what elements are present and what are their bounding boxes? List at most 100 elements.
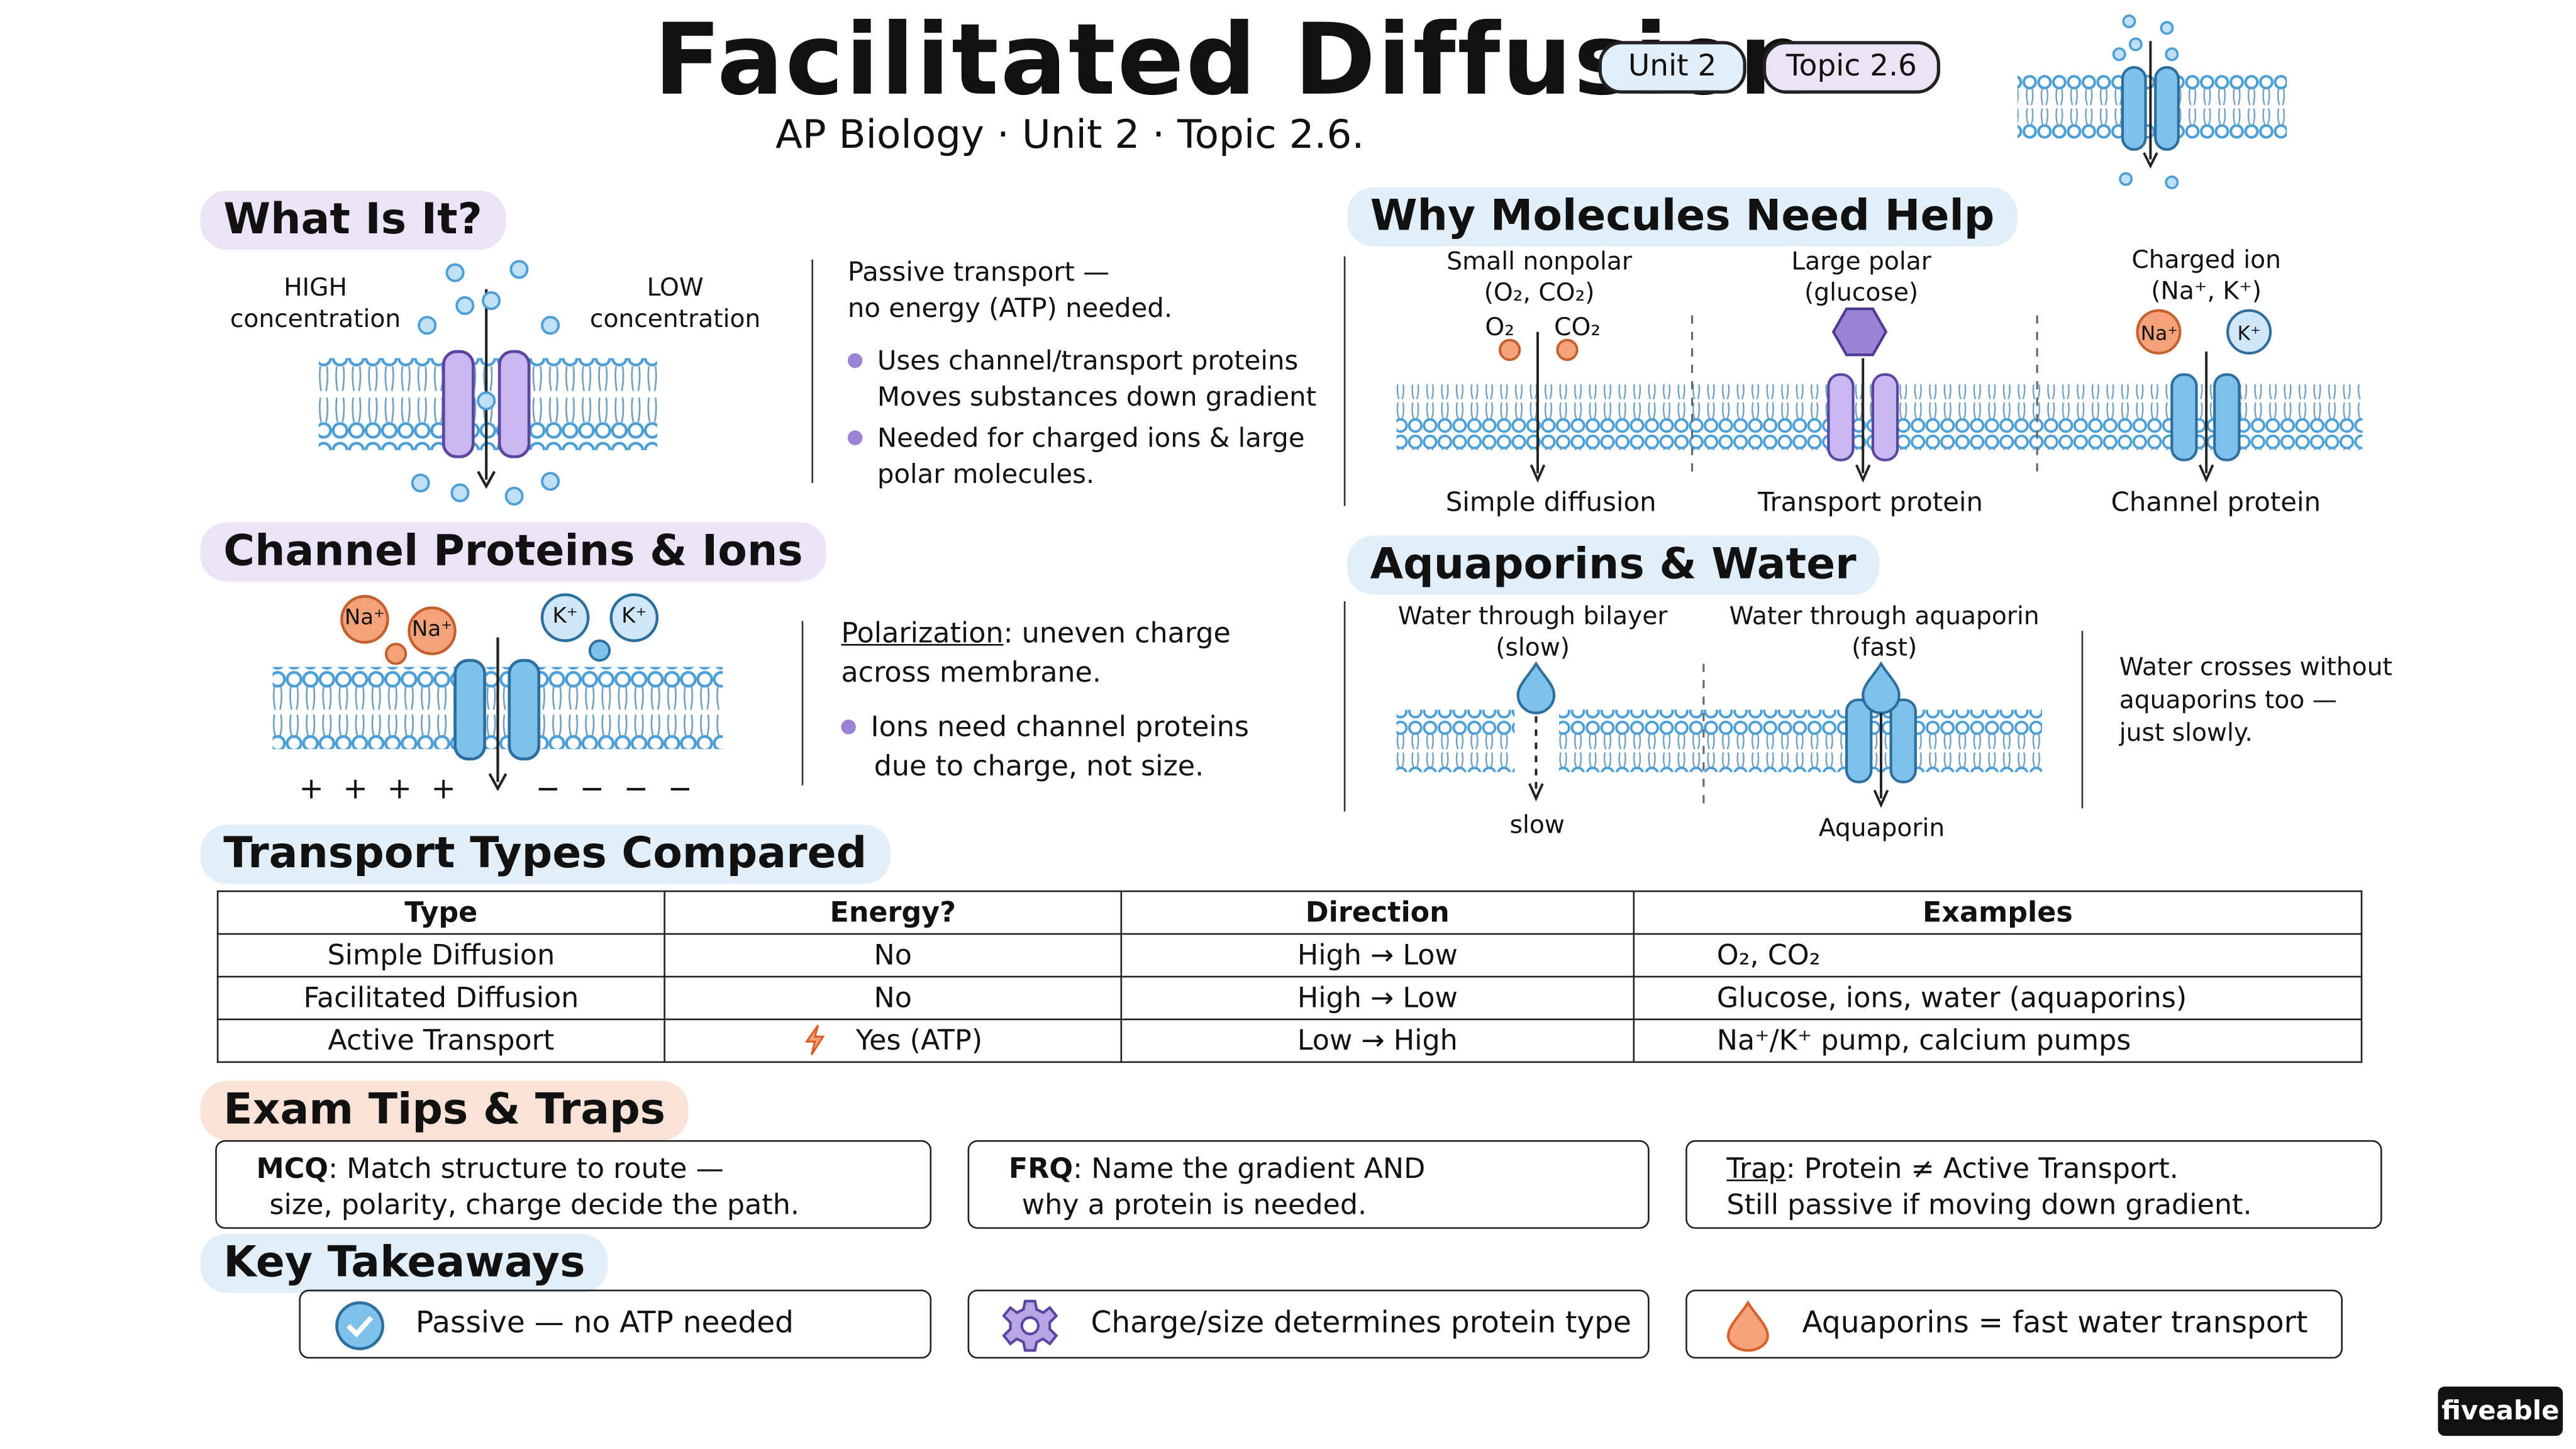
simple-diffusion-caption: Simple diffusion	[1445, 486, 1657, 518]
aquaporin-water-label: Water through aquaporin (fast)	[1728, 601, 2040, 663]
polarization-term: Polarization	[841, 618, 1004, 651]
na-ion-label: Na⁺	[2140, 321, 2178, 345]
passive-transport-text: Passive transport — no energy (ATP) need…	[848, 255, 1172, 327]
concentration-label: concentration	[589, 304, 761, 334]
tip-text: size, polarity, charge decide the path.	[269, 1189, 799, 1223]
table-cell: No	[663, 975, 1123, 1021]
section-heading-transport-table: Transport Types Compared	[200, 824, 890, 884]
energy-value: Yes (ATP)	[855, 1025, 983, 1058]
bullet-charged-ions: Needed for charged ions & large polar mo…	[848, 421, 1305, 493]
unit-badge: Unit 2	[1598, 41, 1746, 94]
exam-tip-trap: Trap: Protein ≠ Active Transport. Still …	[1685, 1140, 2382, 1229]
membrane-diagram-concentration	[318, 260, 657, 506]
table-cell: Na⁺/K⁺ pump, calcium pumps	[1633, 1018, 2363, 1063]
table-row: Active Transport Yes (ATP) Low → High Na…	[216, 1018, 2363, 1063]
divider	[811, 259, 814, 483]
table-cell: Facilitated Diffusion	[216, 975, 665, 1021]
fiveable-logo: fiveable	[2438, 1386, 2563, 1436]
bullet-line: Needed for charged ions & large	[848, 421, 1305, 457]
takeaway-text: Aquaporins = fast water transport	[1802, 1306, 2308, 1341]
tip-label: MCQ	[256, 1153, 329, 1187]
bullet-line: due to charge, not size.	[874, 750, 1204, 784]
o2-label: O₂	[1485, 312, 1514, 342]
bullet-line: Moves substances down gradient	[877, 381, 1316, 413]
takeaway-aquaporins: Aquaporins = fast water transport	[1685, 1289, 2343, 1359]
bullet-ions-need-channels: Ions need channel proteins due to charge…	[841, 708, 1249, 787]
tip-text: why a protein is needed.	[1021, 1189, 1367, 1223]
table-cell: O₂, CO₂	[1633, 933, 2363, 978]
note-line: aquaporins too —	[2119, 685, 2337, 715]
note-line: just slowly.	[2119, 718, 2253, 748]
takeaway-text: Passive — no ATP needed	[415, 1306, 794, 1341]
table-cell: Low → High	[1120, 1018, 1635, 1063]
table-cell: Simple Diffusion	[216, 933, 665, 978]
table-header-row: Type Energy? Direction Examples	[216, 890, 2363, 935]
label-line: Water through bilayer	[1397, 601, 1668, 631]
tip-label: FRQ	[1008, 1153, 1074, 1187]
section-heading-key-takeaways: Key Takeaways	[200, 1233, 609, 1293]
membrane-diagram-aquaporin	[1396, 661, 2042, 809]
high-concentration-label: HIGH concentration	[230, 273, 401, 335]
table-cell-energy: Yes (ATP)	[663, 1018, 1123, 1063]
takeaway-text: Charge/size determines protein type	[1091, 1306, 1631, 1341]
co2-label: CO₂	[1554, 312, 1601, 342]
section-heading-exam-tips: Exam Tips & Traps	[200, 1080, 689, 1140]
transport-protein-caption: Transport protein	[1758, 486, 1984, 518]
divider	[801, 621, 804, 786]
tip-text: : Name the gradient AND	[1073, 1153, 1426, 1187]
k-ion-label: K⁺	[2237, 321, 2261, 345]
tip-text: : Protein ≠ Active Transport.	[1785, 1153, 2179, 1187]
channel-protein-caption: Channel protein	[2111, 486, 2321, 518]
membrane-diagram-why-help	[1396, 308, 2363, 483]
divider	[2081, 631, 2084, 809]
lightning-bolt-icon	[804, 1024, 825, 1055]
note-line: Water crosses without	[2119, 652, 2392, 682]
header-membrane-illustration	[2017, 14, 2287, 189]
exam-tip-mcq: MCQ: Match structure to route — size, po…	[215, 1140, 932, 1229]
tip-text: : Match structure to route —	[328, 1153, 724, 1187]
table-row: Simple Diffusion No High → Low O₂, CO₂	[216, 933, 2363, 978]
large-polar-label: Large polar (glucose)	[1752, 247, 1972, 309]
check-circle-icon	[335, 1301, 384, 1350]
low-label: LOW	[647, 272, 704, 303]
na-ion-label: Na⁺	[411, 618, 453, 643]
tip-line: MCQ: Match structure to route —	[257, 1152, 907, 1187]
label-line: (slow)	[1496, 632, 1570, 662]
table-cell: Glucose, ions, water (aquaporins)	[1633, 975, 2363, 1021]
high-label: HIGH	[284, 272, 347, 303]
slow-caption: slow	[1509, 809, 1565, 840]
tip-label: Trap	[1726, 1153, 1786, 1187]
aquaporin-caption: Aquaporin	[1818, 813, 1945, 843]
takeaway-passive: Passive — no ATP needed	[299, 1289, 932, 1359]
membrane-diagram-ions	[272, 593, 723, 792]
water-drop-icon	[1726, 1300, 1769, 1352]
tip-line: FRQ: Name the gradient AND	[1009, 1152, 1625, 1187]
positive-charges: + + + +	[299, 772, 461, 807]
section-heading-aquaporins: Aquaporins & Water	[1347, 535, 1880, 595]
k-ion-label: K⁺	[552, 604, 578, 630]
aquaporin-note: Water crosses without aquaporins too — j…	[2119, 650, 2392, 749]
label-line: (fast)	[1852, 632, 1918, 662]
bullet-channel-proteins: Uses channel/transport proteins Moves su…	[848, 343, 1316, 416]
polarization-line: across membrane.	[841, 657, 1101, 691]
page-subtitle: AP Biology · Unit 2 · Topic 2.6.	[775, 111, 1365, 158]
gear-icon	[1002, 1299, 1058, 1352]
label-line: Water through aquaporin	[1729, 601, 2040, 631]
column-header: Energy?	[663, 890, 1123, 935]
section-heading-why-help: Why Molecules Need Help	[1347, 187, 2018, 247]
negative-charges: − − − −	[535, 772, 697, 807]
table-cell: High → Low	[1120, 933, 1635, 978]
table-row: Facilitated Diffusion No High → Low Gluc…	[216, 975, 2363, 1021]
takeaway-charge-size: Charge/size determines protein type	[967, 1289, 1650, 1359]
section-heading-channel-proteins: Channel Proteins & Ions	[200, 522, 826, 582]
label-line: Small nonpolar	[1446, 246, 1633, 276]
polarization-text: Polarization: uneven charge across membr…	[841, 614, 1230, 693]
tip-text: Still passive if moving down gradient.	[1726, 1189, 2252, 1223]
column-header: Type	[216, 890, 665, 935]
bullet-line: Uses channel/transport proteins	[848, 343, 1316, 379]
table-cell: No	[663, 933, 1123, 978]
text-line: Passive transport —	[847, 256, 1109, 288]
column-header: Direction	[1120, 890, 1635, 935]
low-concentration-label: LOW concentration	[588, 273, 762, 335]
